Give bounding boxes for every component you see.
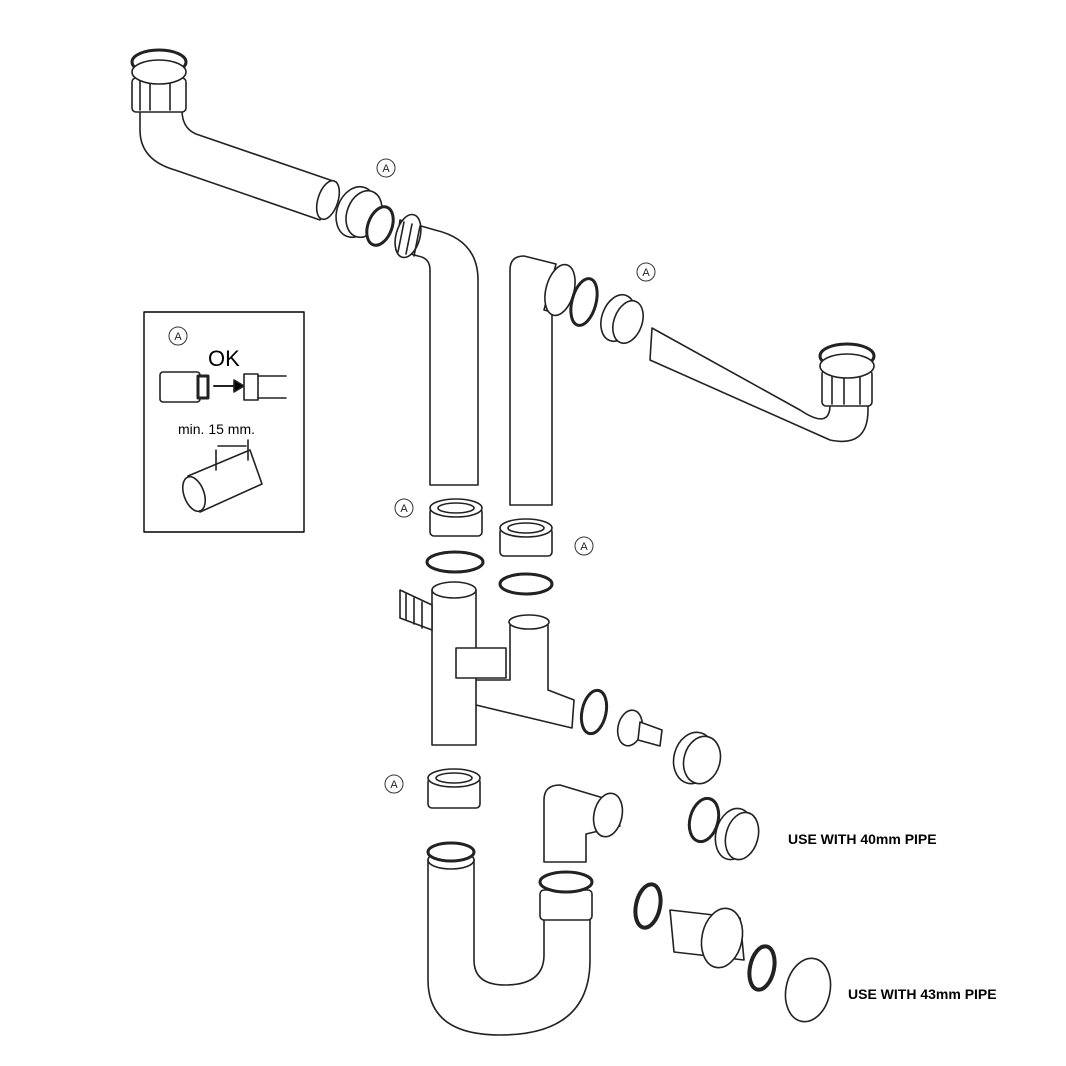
callout-circle <box>394 498 414 518</box>
left-sink-pipe <box>130 48 341 221</box>
adapter-40mm <box>687 796 760 861</box>
u-trap <box>426 841 594 1036</box>
callout-label: A <box>382 163 390 175</box>
callout-label: A <box>400 503 408 515</box>
callout-label: A <box>580 541 588 553</box>
inset-callout-label: A <box>174 331 182 343</box>
right-middle-nut <box>498 518 554 596</box>
right-coupling-nut <box>600 293 644 345</box>
bottle-elbow <box>543 784 624 863</box>
callout-circle <box>168 326 188 346</box>
adapter-43mm <box>633 882 832 1023</box>
inset-detail-box <box>143 311 305 533</box>
label-43mm-pipe: USE WITH 43mm PIPE <box>848 986 997 1002</box>
callout-circle <box>384 774 404 794</box>
right-sink-pipe <box>649 327 876 443</box>
right-vertical-elbow <box>509 255 599 506</box>
callout-circle <box>636 262 656 282</box>
trap-tee-body <box>399 581 575 746</box>
left-coupling-nut <box>335 185 395 247</box>
inset-ok-text: OK <box>208 346 240 371</box>
inset-min-text: min. 15 mm. <box>178 421 255 437</box>
callout-circle <box>376 158 396 178</box>
callout-label: A <box>642 267 650 279</box>
left-vertical-elbow <box>394 213 479 486</box>
label-40mm-pipe: USE WITH 40mm PIPE <box>788 831 937 847</box>
callout-label: A <box>390 779 398 791</box>
left-middle-nut <box>425 498 485 574</box>
bottom-nut <box>427 768 481 809</box>
side-nut <box>672 731 722 785</box>
side-rings <box>579 688 663 747</box>
callout-circle <box>574 536 594 556</box>
